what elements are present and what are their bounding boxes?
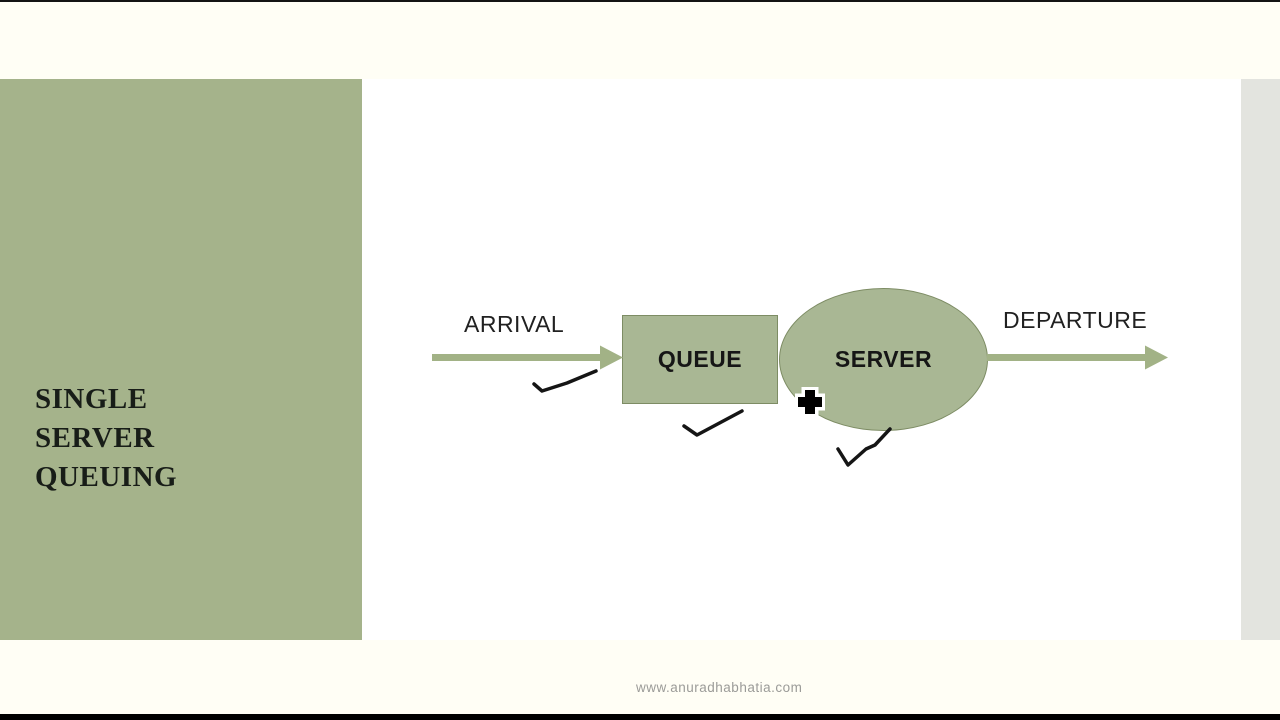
slide-title: Single server queuing [35,372,178,496]
queue-box: QUEUE [622,315,778,404]
right-side-strip [1241,79,1280,640]
footer-website-url: www.anuradhabhatia.com [636,680,803,695]
queue-box-label: QUEUE [657,346,743,372]
server-ellipse: SERVER [779,288,988,431]
title-panel: Single server queuing [0,79,362,640]
departure-label: DEPARTURE [1003,307,1148,333]
top-border-line [0,0,1280,2]
bottom-border-bar [0,714,1280,720]
arrival-label: ARRIVAL [464,311,565,337]
server-ellipse-label: SERVER [834,346,933,372]
